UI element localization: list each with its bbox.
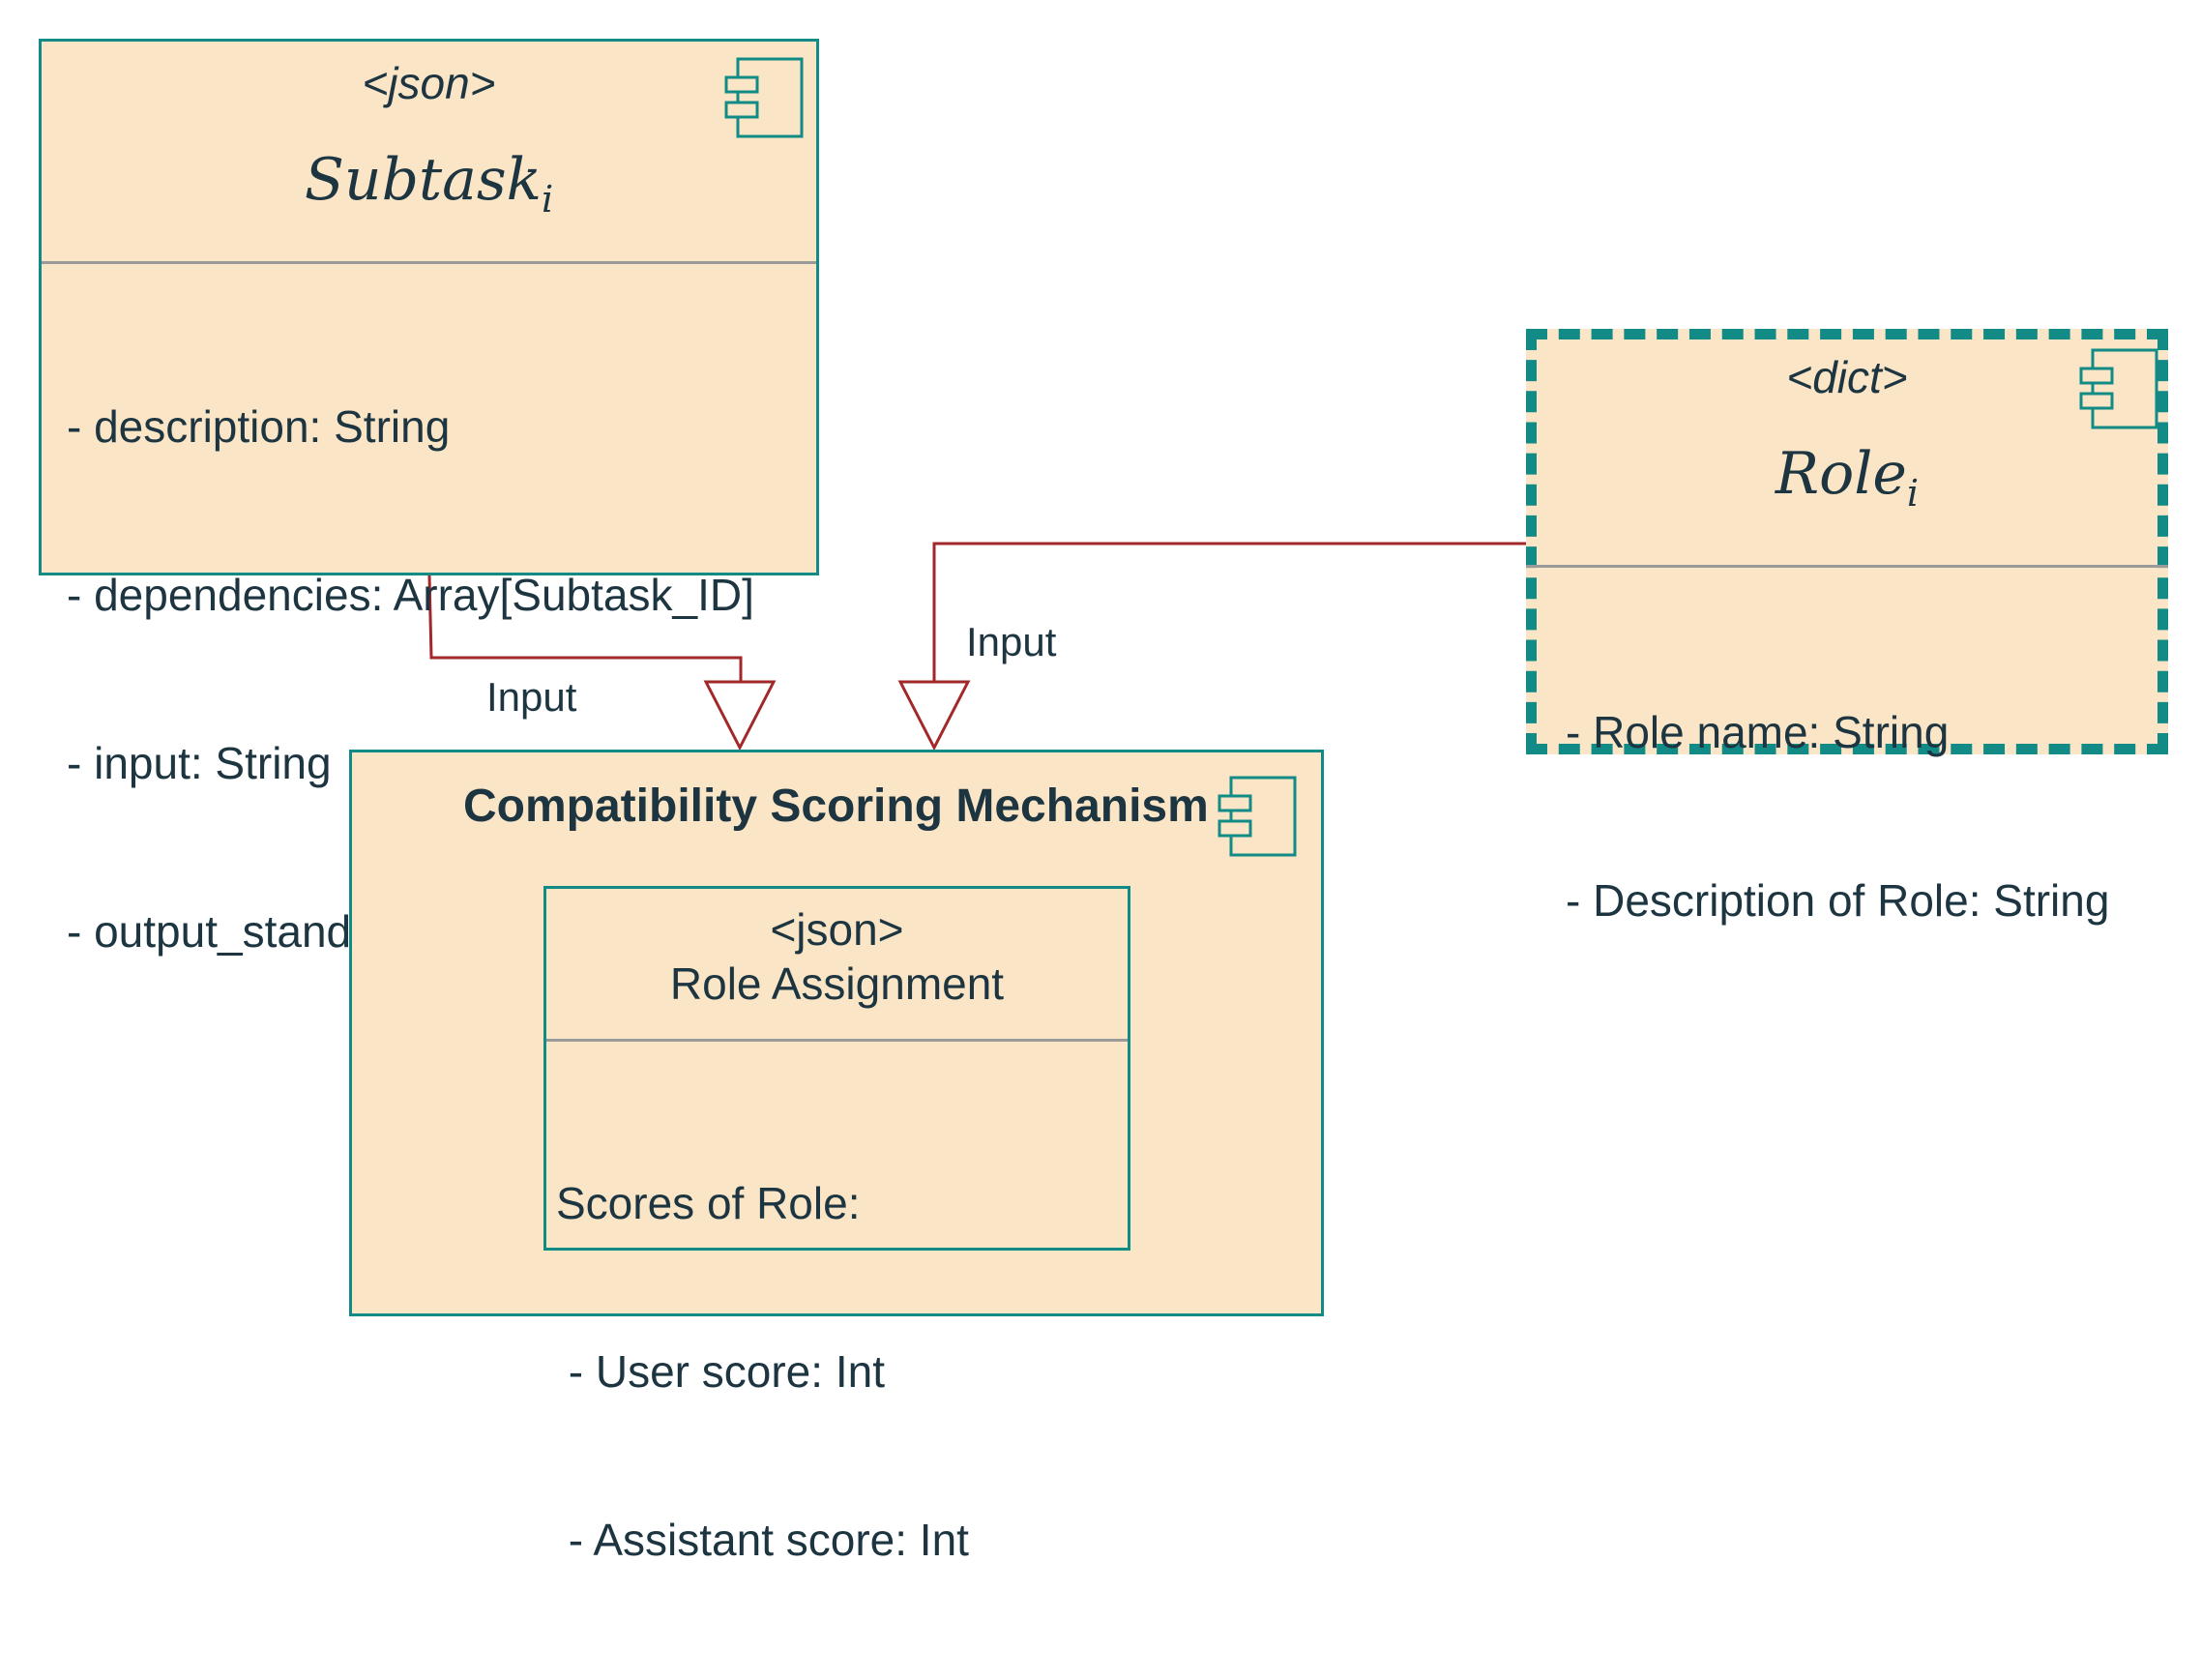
connectors xyxy=(427,542,1533,752)
component-icon xyxy=(2079,348,2158,429)
subtask-to-mechanism-connector xyxy=(427,575,743,682)
subtask-input-label: Input xyxy=(486,674,577,720)
subtask-attribute: - description: String xyxy=(67,401,451,452)
role-assignment-stereotype: <json> xyxy=(770,904,904,955)
role-attributes: - Role name: String - Description of Rol… xyxy=(1566,592,2109,1041)
role-stereotype: <dict> xyxy=(1786,352,1908,402)
role-divider xyxy=(1526,565,2168,568)
subtask-title: Subtaski xyxy=(42,146,816,221)
subtask-attribute: - input: String xyxy=(67,738,332,788)
subtask-stereotype: <json> xyxy=(362,58,496,108)
role-input-label: Input xyxy=(966,619,1057,664)
role-input-arrowhead xyxy=(897,680,971,752)
subtask-title-subscript: i xyxy=(542,178,554,221)
mechanism-title: Compatibility Scoring Mechanism xyxy=(463,781,1209,832)
subtask-title-text: Subtask xyxy=(304,146,543,214)
scores-heading: Scores of Role: xyxy=(556,1178,861,1228)
component-icon xyxy=(724,57,804,138)
role-title-subscript: i xyxy=(1906,472,1920,515)
role-title: Rolei xyxy=(1537,440,2157,515)
role-attribute: - Role name: String xyxy=(1566,707,1950,757)
role-attribute: - Description of Role: String xyxy=(1566,875,2110,926)
score-item: - Assistant score: Int xyxy=(556,1515,969,1565)
subtask-component[interactable]: <json> Subtaski - description: String - … xyxy=(39,39,819,957)
score-item: - User score: Int xyxy=(556,1346,885,1397)
role-to-mechanism-connector xyxy=(932,542,1533,682)
role-assignment-title: Role Assignment xyxy=(669,958,1005,1009)
role-assignment-box[interactable]: <json> Role Assignment Scores of Role: -… xyxy=(543,886,1130,1565)
compatibility-scoring-mechanism[interactable]: Compatibility Scoring Mechanism <json> R… xyxy=(349,750,1324,1565)
component-icon xyxy=(1218,776,1297,857)
subtask-attribute: - dependencies: Array[Subtask_ID] xyxy=(67,570,754,620)
subtask-input-arrowhead xyxy=(703,680,777,752)
role-title-text: Role xyxy=(1775,440,1907,508)
role-assignment-scores: Scores of Role: - User score: Int - Assi… xyxy=(556,1063,969,1680)
subtask-divider xyxy=(42,261,816,264)
role-assignment-divider xyxy=(546,1039,1128,1042)
role-component[interactable]: <dict> Rolei - Role name: String - Descr… xyxy=(1526,329,2168,926)
